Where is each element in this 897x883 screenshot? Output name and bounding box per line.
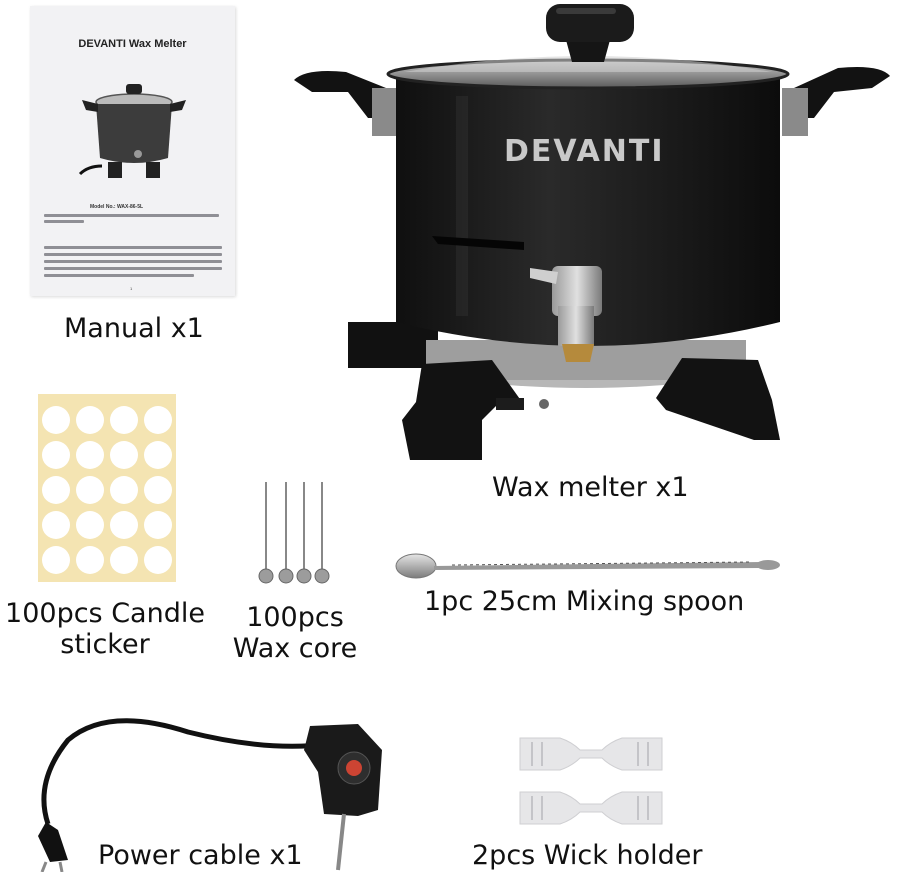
- manual-title: DEVANTI Wax Melter: [78, 38, 187, 50]
- wax-core-caption: 100pcs Wax core: [222, 602, 368, 664]
- brand-logo: DEVANTI: [504, 134, 665, 169]
- sticker-dot: [42, 511, 70, 539]
- sticker-dot: [110, 511, 138, 539]
- wick-holder-image: [519, 737, 663, 825]
- wax-melter-pot-image: [294, 4, 890, 460]
- power-cable-caption: Power cable x1: [98, 840, 303, 871]
- right-handle: [794, 67, 890, 118]
- manual-text-line: [44, 253, 222, 256]
- sticker-dot: [144, 546, 172, 574]
- left-handle: [294, 71, 386, 118]
- candle-sticker-sheet: [38, 394, 176, 582]
- sticker-dot: [76, 406, 104, 434]
- manual-text-line: [44, 214, 219, 217]
- manual-text-line: [44, 246, 222, 249]
- manual-text-line: [44, 274, 194, 277]
- manual-text-line: [44, 220, 84, 223]
- wax-core-caption-line1: 100pcs: [246, 602, 344, 633]
- sticker-dot: [76, 511, 104, 539]
- power-cable-image: [38, 718, 382, 872]
- sticker-dot: [42, 476, 70, 504]
- mixing-spoon-caption: 1pc 25cm Mixing spoon: [424, 586, 745, 617]
- sticker-dot: [42, 441, 70, 469]
- candle-sticker-caption-line1: 100pcs Candle: [5, 598, 205, 629]
- sticker-dot: [110, 546, 138, 574]
- sticker-dot: [144, 511, 172, 539]
- wax-melter-caption: Wax melter x1: [492, 472, 689, 503]
- wick-holder-caption: 2pcs Wick holder: [472, 840, 703, 871]
- sticker-dot: [144, 476, 172, 504]
- sticker-dot: [76, 441, 104, 469]
- sticker-dot: [110, 406, 138, 434]
- sticker-dot: [42, 406, 70, 434]
- manual-caption: Manual x1: [64, 313, 204, 344]
- manual-page-number: 1: [130, 286, 133, 291]
- wax-core-image: [258, 482, 330, 584]
- mixing-spoon-image: [395, 553, 780, 579]
- manual-cover-pot-image: [78, 84, 186, 178]
- sticker-dot: [144, 441, 172, 469]
- sticker-dot: [144, 406, 172, 434]
- manual-model-number: Model No.: WAX-86-5L: [90, 204, 144, 210]
- candle-sticker-caption: 100pcs Candle sticker: [2, 598, 208, 660]
- sticker-dot: [110, 441, 138, 469]
- sticker-dot: [110, 476, 138, 504]
- wax-core-caption-line2: Wax core: [232, 633, 358, 665]
- candle-sticker-caption-line2: sticker: [60, 629, 150, 661]
- manual-booklet: DEVANTI Wax Melter Model No.: WAX-86-5L …: [30, 6, 235, 296]
- manual-text-line: [44, 267, 222, 270]
- sticker-dot: [76, 476, 104, 504]
- manual-text-line: [44, 260, 222, 263]
- sticker-dot: [76, 546, 104, 574]
- sticker-dot: [42, 546, 70, 574]
